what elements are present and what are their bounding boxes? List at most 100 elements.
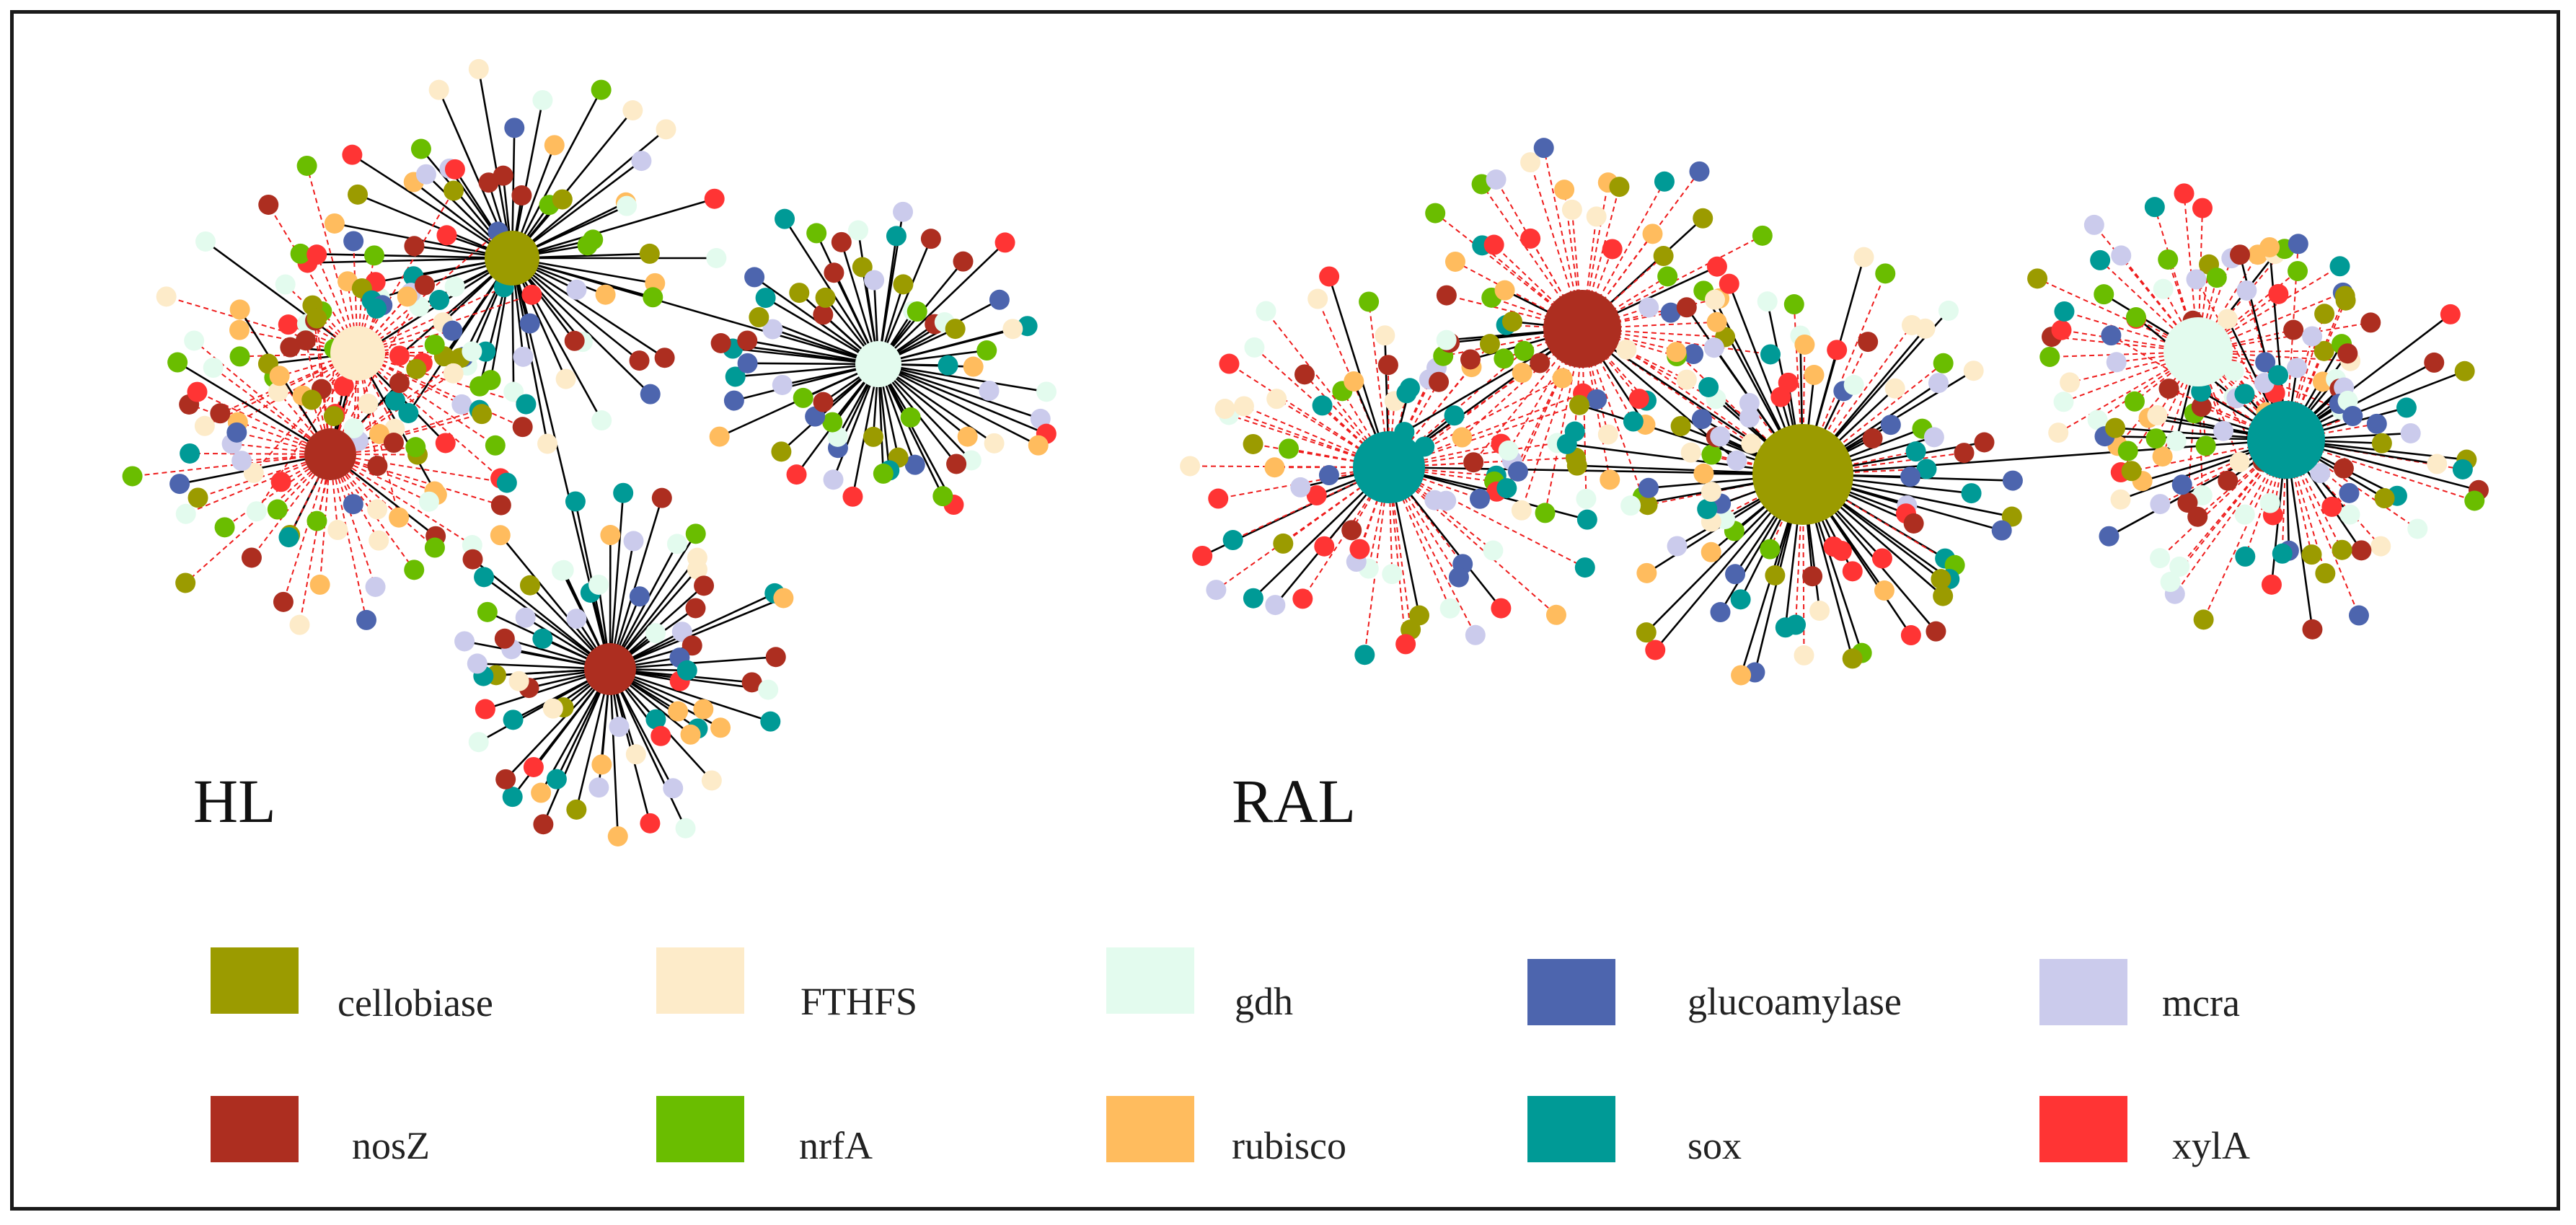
network-leaf-node (591, 754, 612, 775)
network-leaf-node (676, 660, 697, 681)
network-leaf-node (2329, 256, 2350, 277)
network-leaf-node (474, 567, 495, 588)
network-edge (2285, 439, 2381, 547)
network-leaf-node (693, 699, 714, 720)
network-leaf-node (1903, 513, 1924, 534)
network-edge (1228, 363, 1390, 468)
network-leaf-node (1566, 455, 1587, 476)
network-leaf-node (2218, 470, 2238, 491)
network-hub-node (855, 341, 901, 387)
network-leaf-node (1535, 503, 1556, 523)
network-edge (330, 454, 473, 546)
network-leaf-node (566, 609, 587, 629)
network-edge (330, 454, 502, 506)
network-leaf-node (214, 517, 235, 538)
legend-swatch-xyla (2039, 1096, 2127, 1162)
network-leaf-node (744, 267, 765, 288)
network-leaf-node (516, 394, 537, 415)
network-leaf-node (273, 591, 294, 612)
network-leaf-node (2310, 463, 2331, 484)
network-leaf-node (1349, 539, 1370, 560)
network-edge (609, 668, 619, 837)
network-leaf-node (2255, 352, 2276, 373)
network-edge (357, 353, 524, 428)
network-edge (1582, 234, 1763, 330)
network-leaf-node (1680, 442, 1701, 463)
network-leaf-node (2124, 391, 2145, 412)
network-leaf-node (741, 672, 762, 693)
network-leaf-node (2099, 526, 2120, 547)
network-leaf-node (775, 208, 795, 229)
network-leaf-node (1279, 438, 1300, 459)
network-leaf-node (1530, 353, 1551, 373)
network-edge (300, 252, 513, 260)
network-leaf-node (2424, 352, 2445, 373)
network-edge (1190, 465, 1390, 468)
network-leaf-node (2083, 214, 2104, 235)
network-leaf-node (1875, 263, 1896, 284)
network-leaf-node (1294, 364, 1315, 385)
network-leaf-node (184, 330, 205, 351)
network-leaf-node (1501, 311, 1522, 332)
network-leaf-node (704, 188, 725, 209)
network-hub-node (330, 326, 385, 381)
network-edge (231, 443, 331, 455)
network-leaf-node (389, 373, 410, 394)
legend-label-gdh: gdh (1235, 980, 1293, 1023)
network-leaf-node (758, 679, 779, 700)
network-edge (483, 576, 611, 671)
network-leaf-node (2370, 536, 2391, 557)
network-leaf-node (1206, 580, 1227, 601)
network-leaf-node (622, 100, 643, 121)
network-leaf-node (2002, 470, 2023, 491)
network-leaf-node (1429, 371, 1450, 392)
network-leaf-node (289, 614, 310, 635)
network-leaf-node (1638, 297, 1659, 318)
network-leaf-node (2110, 489, 2131, 510)
network-leaf-node (1318, 465, 1339, 486)
network-leaf-node (1900, 625, 1921, 646)
network-leaf-node (1377, 355, 1398, 376)
legend-label-mcra: mcra (2162, 981, 2240, 1025)
network-leaf-node (709, 426, 730, 447)
network-leaf-node (1425, 203, 1446, 224)
network-leaf-node (1244, 337, 1265, 358)
network-edge (1388, 377, 1563, 468)
network-leaf-node (824, 262, 844, 283)
network-leaf-node (1479, 334, 1500, 355)
network-leaf-node (343, 417, 364, 438)
network-leaf-node (1760, 539, 1781, 560)
network-edge (472, 558, 611, 671)
network-leaf-node (1775, 617, 1796, 638)
network-leaf-node (1312, 395, 1333, 416)
network-leaf-node (306, 510, 327, 531)
network-leaf-node (258, 194, 279, 215)
network-leaf-node (1926, 621, 1946, 642)
network-leaf-node (270, 472, 291, 492)
network-leaf-node (2187, 506, 2208, 527)
network-leaf-node (654, 348, 675, 368)
network-leaf-node (2464, 490, 2485, 511)
network-edge (357, 353, 400, 518)
network-leaf-node (1703, 337, 1724, 358)
network-leaf-node (2407, 518, 2428, 539)
network-edge (316, 318, 331, 455)
network-edge (357, 193, 513, 260)
network-edge (357, 353, 501, 479)
network-leaf-node (1494, 280, 1515, 301)
network-leaf-node (786, 464, 807, 485)
network-leaf-node (301, 389, 322, 410)
network-edge (1265, 310, 1390, 468)
network-leaf-node (1264, 457, 1285, 478)
network-leaf-node (496, 472, 517, 493)
network-leaf-node (404, 236, 425, 257)
network-leaf-node (2117, 441, 2138, 461)
network-leaf-node (552, 560, 573, 581)
network-leaf-node (1809, 601, 1830, 622)
network-leaf-node (1710, 426, 1731, 447)
network-edge (2197, 351, 2267, 413)
network-leaf-node (710, 717, 731, 738)
network-leaf-node (490, 525, 511, 546)
network-edge (166, 296, 358, 354)
network-edge (609, 668, 771, 722)
